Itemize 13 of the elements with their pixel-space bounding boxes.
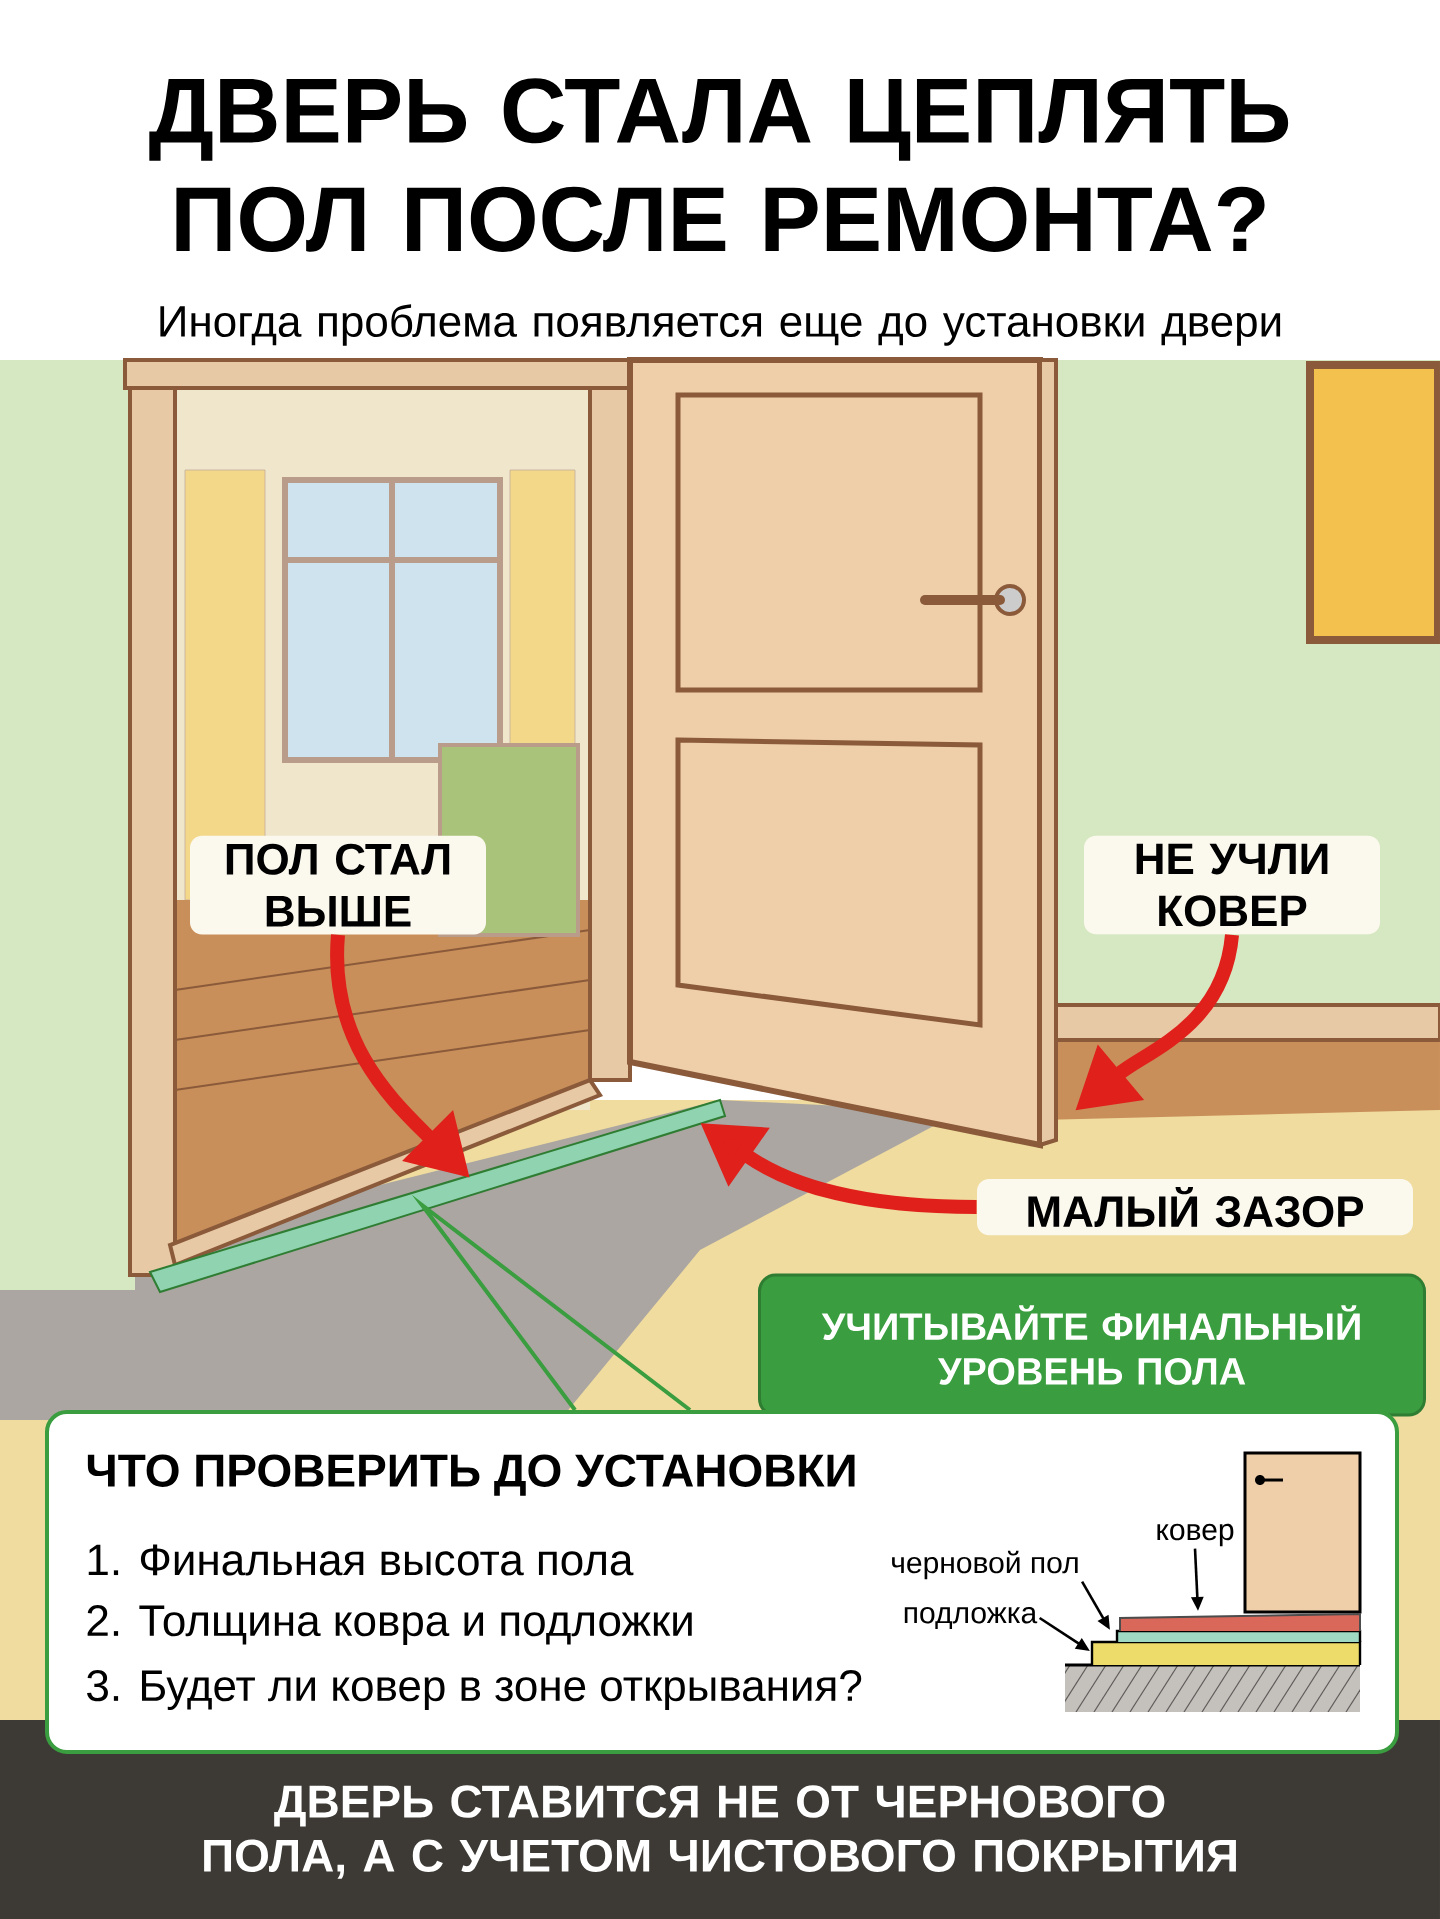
door-drawing — [627, 357, 1058, 1149]
layer-label: черновой пол — [892, 1550, 1078, 1580]
layer-label: подложка — [904, 1607, 1038, 1630]
checklist-heading: ЧТО ПРОВЕРИТЬ ДО УСТАНОВКИ — [87, 1454, 855, 1496]
title: ДВЕРЬ СТАЛА ЦЕПЛЯТЬ ПОЛ ПОСЛЕ РЕМОНТА? — [149, 78, 1289, 252]
callout-label: НЕ УЧЛИ КОВЕР — [1084, 835, 1380, 935]
advice-box: УЧИТЫВАЙТЕ ФИНАЛЬНЫЙ УРОВЕНЬ ПОЛА — [758, 1273, 1426, 1417]
layer-label: ковер — [1157, 1523, 1234, 1547]
callout-label: МАЛЫЙ ЗАЗОР — [977, 1178, 1413, 1236]
checklist-item: 1. Финальная высота пола — [88, 1544, 634, 1576]
callout-label: ПОЛ СТАЛ ВЫШЕ — [190, 835, 486, 935]
checklist-item: 2. Толщина ковра и подложки — [87, 1605, 692, 1645]
checklist-item: 3. Будет ли ковер в зоне открывания? — [87, 1670, 862, 1710]
